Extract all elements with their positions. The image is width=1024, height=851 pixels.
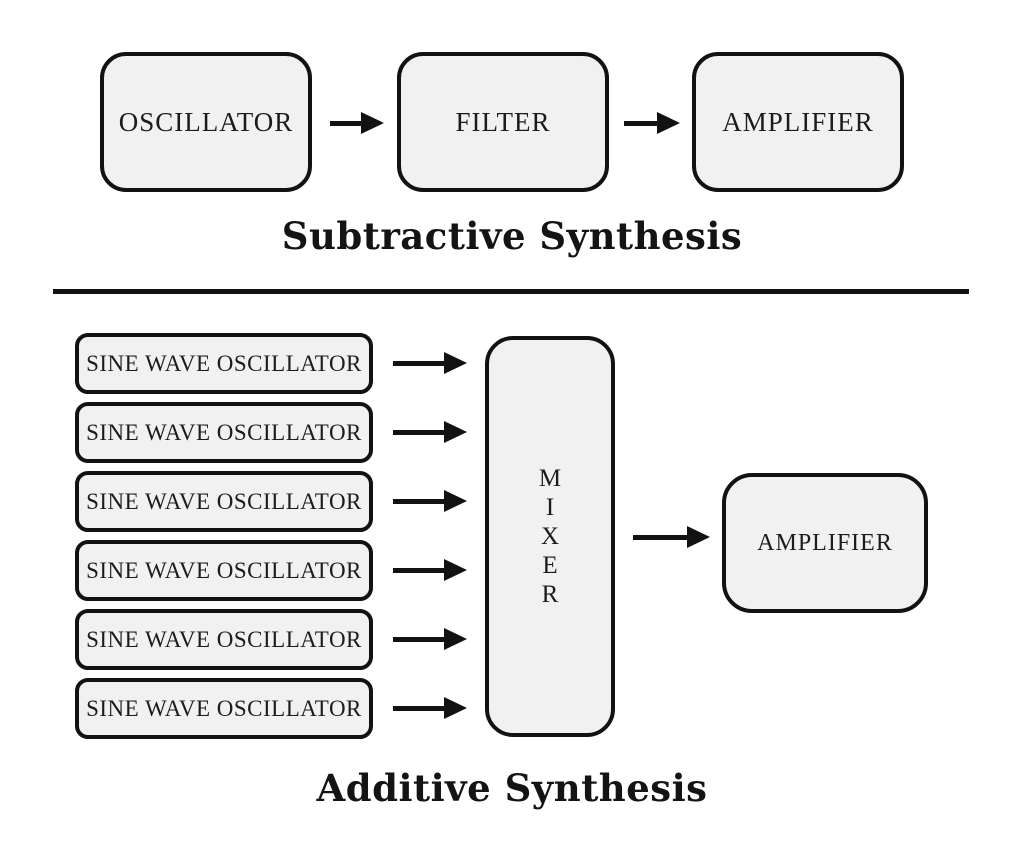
mixer-letter: M bbox=[538, 465, 562, 492]
oscillator-label: OSCILLATOR bbox=[118, 106, 294, 137]
mixer-letter: X bbox=[540, 523, 560, 550]
amplifier-label: AMPLIFIER bbox=[722, 106, 874, 137]
section-divider bbox=[53, 289, 969, 294]
sine-wave-oscillator-label: SINE WAVE OSCILLATOR bbox=[86, 557, 362, 583]
amplifier-label: AMPLIFIER bbox=[757, 529, 893, 556]
arrow-right-icon bbox=[624, 112, 680, 134]
arrow-right-icon bbox=[393, 559, 467, 581]
amplifier-box: AMPLIFIER bbox=[722, 473, 928, 613]
arrow-right-icon bbox=[393, 352, 467, 374]
arrow-right-icon bbox=[393, 421, 467, 443]
filter-box: FILTER bbox=[397, 52, 609, 192]
mixer-label: M I X E R bbox=[539, 464, 561, 609]
arrow-right-icon bbox=[330, 112, 384, 134]
additive-synthesis-title: Additive Synthesis bbox=[316, 766, 708, 810]
sine-wave-oscillator-label: SINE WAVE OSCILLATOR bbox=[86, 419, 362, 445]
mixer-letter: I bbox=[545, 494, 555, 521]
sine-wave-oscillator-label: SINE WAVE OSCILLATOR bbox=[86, 626, 362, 652]
arrow-right-icon bbox=[393, 697, 467, 719]
sine-wave-oscillator-box: SINE WAVE OSCILLATOR bbox=[75, 678, 373, 739]
oscillator-box: OSCILLATOR bbox=[100, 52, 312, 192]
sine-wave-oscillator-label: SINE WAVE OSCILLATOR bbox=[86, 695, 362, 721]
sine-wave-oscillator-box: SINE WAVE OSCILLATOR bbox=[75, 609, 373, 670]
sine-wave-oscillator-box: SINE WAVE OSCILLATOR bbox=[75, 540, 373, 601]
filter-label: FILTER bbox=[455, 106, 551, 137]
mixer-letter: E bbox=[542, 552, 558, 579]
amplifier-box: AMPLIFIER bbox=[692, 52, 904, 192]
arrow-right-icon bbox=[393, 490, 467, 512]
sine-wave-oscillator-box: SINE WAVE OSCILLATOR bbox=[75, 333, 373, 394]
mixer-box: M I X E R bbox=[485, 336, 615, 737]
subtractive-synthesis-title: Subtractive Synthesis bbox=[281, 214, 743, 258]
mixer-letter: R bbox=[541, 581, 559, 608]
arrow-right-icon bbox=[393, 628, 467, 650]
arrow-right-icon bbox=[633, 526, 710, 548]
sine-wave-oscillator-label: SINE WAVE OSCILLATOR bbox=[86, 488, 362, 514]
sine-wave-oscillator-box: SINE WAVE OSCILLATOR bbox=[75, 471, 373, 532]
sine-wave-oscillator-box: SINE WAVE OSCILLATOR bbox=[75, 402, 373, 463]
sine-wave-oscillator-label: SINE WAVE OSCILLATOR bbox=[86, 350, 362, 376]
